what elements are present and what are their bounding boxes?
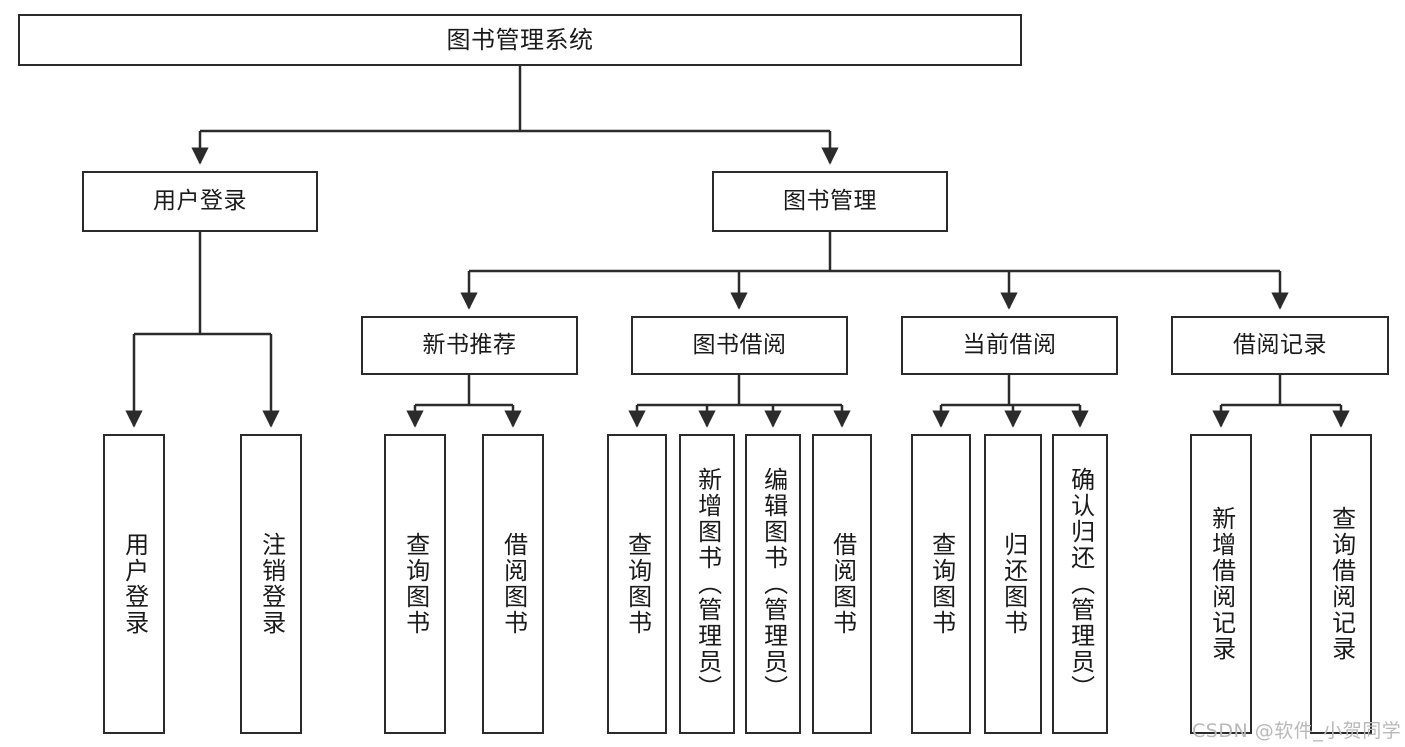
node-borrow-record[interactable]: 借阅记录 (1171, 316, 1389, 375)
node-leaf-add-book-label: 新增图书（管理员） (693, 467, 722, 701)
node-new-book-rec-label: 新书推荐 (422, 331, 517, 358)
node-current-borrow-label: 当前借阅 (962, 331, 1057, 358)
node-book-borrow[interactable]: 图书借阅 (631, 316, 848, 375)
node-current-borrow[interactable]: 当前借阅 (901, 316, 1118, 375)
node-leaf-query-book-rec-label: 查询图书 (401, 532, 430, 636)
node-book-manage[interactable]: 图书管理 (712, 171, 948, 232)
node-book-borrow-label: 图书借阅 (692, 331, 787, 358)
node-leaf-borrow-book-rec-label: 借阅图书 (499, 532, 528, 636)
node-user-login-label: 用户登录 (153, 187, 247, 214)
node-book-manage-label: 图书管理 (783, 187, 877, 214)
node-borrow-record-label: 借阅记录 (1233, 331, 1327, 358)
node-leaf-query-record-label: 查询借阅记录 (1327, 506, 1356, 662)
node-leaf-borrow-book-rec[interactable]: 借阅图书 (482, 434, 544, 734)
node-root[interactable]: 图书管理系统 (18, 14, 1022, 66)
node-leaf-add-record[interactable]: 新增借阅记录 (1190, 434, 1252, 734)
node-new-book-rec[interactable]: 新书推荐 (361, 316, 578, 375)
node-leaf-borrow-book[interactable]: 借阅图书 (812, 434, 872, 734)
node-leaf-query-record[interactable]: 查询借阅记录 (1310, 434, 1372, 734)
node-leaf-user-login[interactable]: 用户登录 (103, 434, 165, 734)
node-root-label: 图书管理系统 (446, 25, 594, 54)
node-leaf-borrow-book-label: 借阅图书 (828, 532, 857, 636)
node-leaf-logout-label: 注销登录 (257, 532, 286, 636)
node-leaf-logout[interactable]: 注销登录 (240, 434, 302, 734)
csdn-watermark: CSDN @软件_小贺同学 (1192, 720, 1402, 742)
node-leaf-return-book-label: 归还图书 (999, 532, 1028, 636)
node-leaf-confirm-return[interactable]: 确认归还（管理员） (1052, 434, 1108, 734)
node-leaf-edit-book-label: 编辑图书（管理员） (759, 467, 788, 701)
node-leaf-query-book-cur[interactable]: 查询图书 (911, 434, 971, 734)
node-leaf-query-book-cur-label: 查询图书 (927, 532, 956, 636)
node-leaf-query-book-rec[interactable]: 查询图书 (384, 434, 446, 734)
node-user-login[interactable]: 用户登录 (82, 171, 318, 232)
node-leaf-confirm-return-label: 确认归还（管理员） (1066, 467, 1095, 701)
node-leaf-return-book[interactable]: 归还图书 (984, 434, 1042, 734)
node-leaf-query-book-borrow[interactable]: 查询图书 (607, 434, 667, 734)
node-leaf-query-book-borrow-label: 查询图书 (623, 532, 652, 636)
node-leaf-add-record-label: 新增借阅记录 (1207, 506, 1236, 662)
node-leaf-add-book[interactable]: 新增图书（管理员） (679, 434, 735, 734)
node-leaf-user-login-label: 用户登录 (120, 532, 149, 636)
node-leaf-edit-book[interactable]: 编辑图书（管理员） (745, 434, 801, 734)
